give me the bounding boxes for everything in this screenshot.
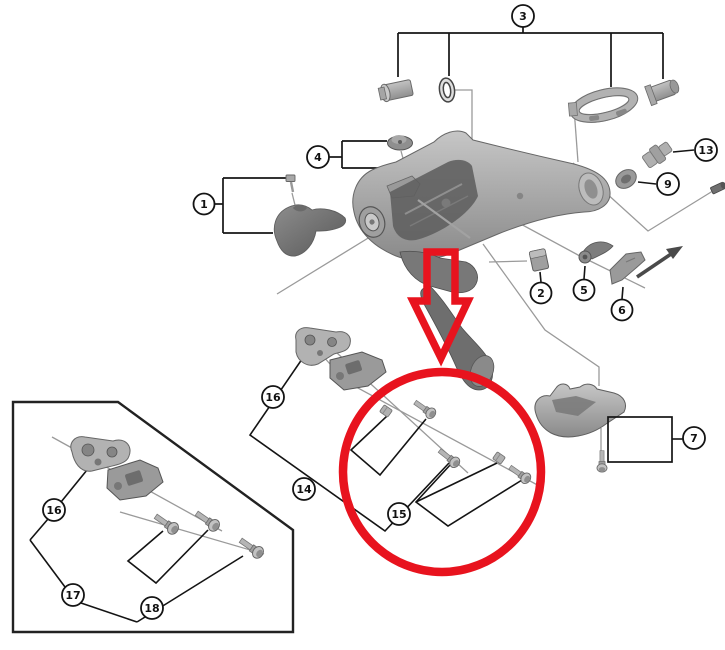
inset-box-group: 16 17 18 (11, 400, 295, 634)
callout-6-circle (610, 298, 634, 322)
callout-3-label: 3 (519, 10, 527, 23)
emphasis-down-arrow (406, 248, 474, 367)
bottom-cover-shading (552, 396, 596, 416)
inset-bracket-v (126, 529, 209, 585)
callout-3-circle (511, 4, 535, 28)
lever-cover-notch (293, 205, 307, 212)
body-hole (441, 198, 451, 208)
callout-9-label: 9 (664, 178, 672, 191)
callout-1-group: 1 (192, 174, 347, 257)
callout-2-line (539, 271, 542, 283)
part-7-group: 7 (534, 383, 706, 473)
lever-pivot-block (399, 250, 478, 294)
callout-9-line (637, 181, 657, 185)
callout-16a-circle (261, 385, 285, 409)
lever-name-plate-cover (273, 204, 347, 257)
leader-to-plate-group (276, 231, 379, 295)
callout-3-bracket (397, 27, 664, 87)
callout-2-label: 2 (537, 287, 545, 300)
callout-16b-circle (42, 498, 66, 522)
body-bar-clamp-end (578, 172, 604, 206)
part-2-block (528, 248, 550, 272)
inset-switch-detail (125, 470, 143, 486)
spacer-nut-1 (378, 404, 394, 418)
part-5-latch (578, 241, 614, 264)
callout-13-circle (694, 138, 718, 162)
red-annotations (338, 248, 546, 577)
callout-14-circle (292, 477, 316, 501)
clamp-nut-plug (644, 79, 680, 107)
body-internals (390, 159, 478, 241)
callout-5-line (583, 265, 586, 280)
bracket-v2 (414, 463, 523, 527)
callout-1-bracket (214, 177, 286, 234)
callout-3-group: 3 (377, 4, 680, 123)
bracket-v1 (349, 415, 427, 477)
switch-unit-detail (345, 360, 362, 375)
callout-4-circle (306, 145, 330, 169)
callout-4-label: 4 (314, 151, 322, 164)
emphasis-highlight-circle (338, 367, 546, 577)
callout-5-label: 5 (580, 284, 588, 297)
adjuster-boot-ring (615, 169, 637, 189)
callout-18-circle (140, 596, 164, 620)
callout-1-circle (192, 192, 216, 216)
part1-screw (285, 174, 296, 193)
callout-9-circle (656, 172, 680, 196)
body-hole-2 (516, 192, 524, 200)
leader-to-part7 (482, 243, 600, 386)
barrel-adjuster (642, 141, 673, 169)
handlebar-clamp-band (567, 87, 639, 123)
callout-17-label: 17 (65, 589, 80, 602)
callout-13-line (672, 149, 695, 153)
stem-cap (387, 135, 413, 151)
main-body-assembly (352, 130, 611, 391)
inset-axis-b (119, 511, 265, 555)
callout-2-circle (529, 281, 553, 305)
callout-6-line (621, 286, 624, 300)
callout-7-label: 7 (690, 432, 698, 445)
clamp-bolt-sleeve (377, 79, 414, 103)
callout-6-label: 6 (618, 304, 626, 317)
callout-7-box (607, 416, 673, 463)
right-parts-group: 13 9 (615, 138, 725, 196)
plate-screw-1 (411, 397, 439, 421)
callout-1-label: 1 (200, 198, 208, 211)
callout-14-label: 14 (296, 483, 312, 496)
callout-5-circle (572, 278, 596, 302)
cover-screw (596, 450, 608, 473)
part-6-plate (609, 251, 646, 285)
callout-15-label: 15 (391, 508, 406, 521)
small-pin-part (710, 181, 725, 195)
mid-parts-group: 2 5 6 (528, 241, 683, 322)
callout-18-label: 18 (144, 602, 159, 615)
callout-7-circle (682, 426, 706, 450)
direction-arrow (635, 246, 683, 279)
callout-13-label: 13 (698, 144, 713, 157)
callout-17-circle (61, 583, 85, 607)
callout-16a-label: 16 (265, 391, 281, 404)
callout-4-bracket (329, 140, 394, 169)
callout-15-circle (387, 502, 411, 526)
plate-group-main: 16 14 15 (248, 327, 534, 533)
callout-16b-label: 16 (46, 504, 62, 517)
clamp-o-ring (438, 77, 456, 103)
bracket-v2-spur (415, 462, 498, 503)
hood-front-ring (358, 206, 386, 238)
